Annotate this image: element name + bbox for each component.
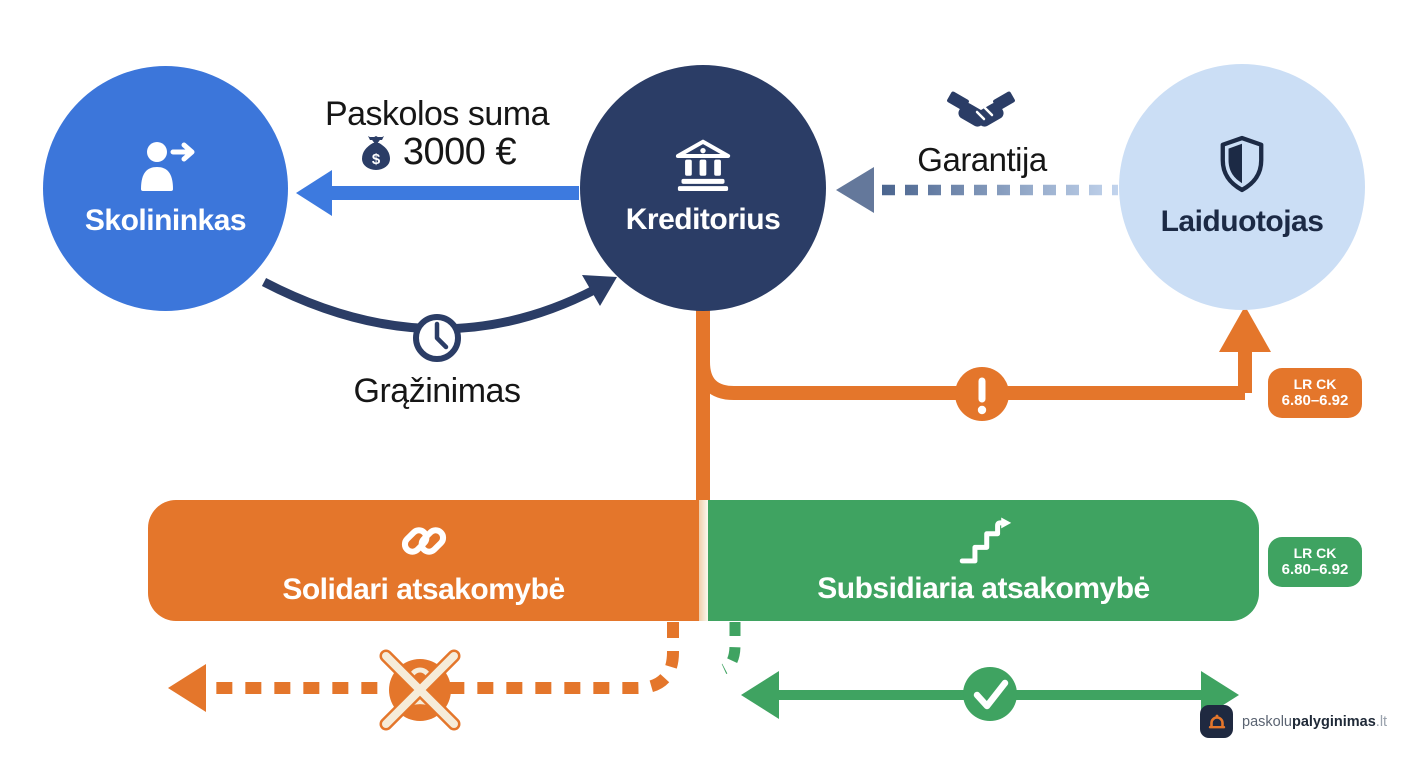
node-skolininkas: Skolininkas bbox=[43, 66, 288, 311]
node-skolininkas-label: Skolininkas bbox=[84, 203, 247, 237]
bar-gap bbox=[699, 500, 708, 621]
law-badge-line2: 6.80–6.92 bbox=[1281, 561, 1349, 579]
node-laiduotojas: Laiduotojas bbox=[1119, 64, 1365, 310]
brand-icon bbox=[1200, 705, 1233, 738]
bar-solidari-label: Solidari atsakomybė bbox=[282, 572, 565, 606]
law-badge-line1: LR CK bbox=[1293, 375, 1337, 392]
allowed-arrow bbox=[721, 622, 1239, 721]
steps-arrow-icon bbox=[959, 516, 1011, 563]
guarantee-label: Garantija bbox=[917, 141, 1047, 178]
person-arrow-icon bbox=[140, 141, 194, 191]
bar-solidari-atsakomybe: Solidari atsakomybė bbox=[148, 500, 699, 621]
bank-icon bbox=[675, 139, 731, 191]
law-badge-line1: LR CK bbox=[1293, 544, 1337, 561]
brand-name-part3: .lt bbox=[1375, 713, 1388, 730]
money-bag-icon: $ bbox=[361, 135, 390, 170]
brand-name: paskolupalyginimas.lt bbox=[1242, 714, 1387, 730]
loan-amount-row: $ 3000 € bbox=[280, 131, 594, 174]
svg-text:$: $ bbox=[372, 151, 381, 168]
brand-logo[interactable]: paskolupalyginimas.lt bbox=[1200, 705, 1387, 738]
loan-amount: 3000 € bbox=[402, 131, 517, 173]
brand-name-part1: paskolu bbox=[1242, 713, 1292, 730]
loan-arrow bbox=[296, 170, 579, 216]
crossed-person-icon bbox=[379, 649, 461, 731]
handshake-icon bbox=[947, 91, 1015, 127]
law-badge-solidary: LR CK 6.80–6.92 bbox=[1268, 368, 1362, 418]
bar-subsidiari-label: Subsidiaria atsakomybė bbox=[817, 571, 1150, 605]
shield-icon bbox=[1220, 135, 1264, 193]
node-kreditorius: Kreditorius bbox=[580, 65, 826, 311]
claim-connector bbox=[696, 306, 1271, 500]
law-badge-subsidiary: LR CK 6.80–6.92 bbox=[1268, 537, 1362, 587]
node-laiduotojas-label: Laiduotojas bbox=[1160, 205, 1324, 238]
bar-subsidiari-atsakomybe: Subsidiaria atsakomybė bbox=[708, 500, 1259, 621]
exclamation-icon bbox=[955, 367, 1009, 421]
blocked-dashed-arrow bbox=[168, 622, 679, 731]
chain-link-icon bbox=[401, 526, 446, 555]
loan-label: Paskolos suma bbox=[324, 95, 550, 133]
repayment-label: Grąžinimas bbox=[353, 372, 521, 410]
brand-name-part2: palyginimas bbox=[1291, 713, 1376, 730]
node-kreditorius-label: Kreditorius bbox=[625, 203, 781, 236]
clock-icon bbox=[413, 314, 461, 362]
guarantee-dashed-arrow bbox=[836, 167, 1118, 213]
law-badge-line2: 6.80–6.92 bbox=[1281, 392, 1349, 410]
repayment-arrow bbox=[261, 275, 617, 362]
check-icon bbox=[963, 667, 1017, 721]
